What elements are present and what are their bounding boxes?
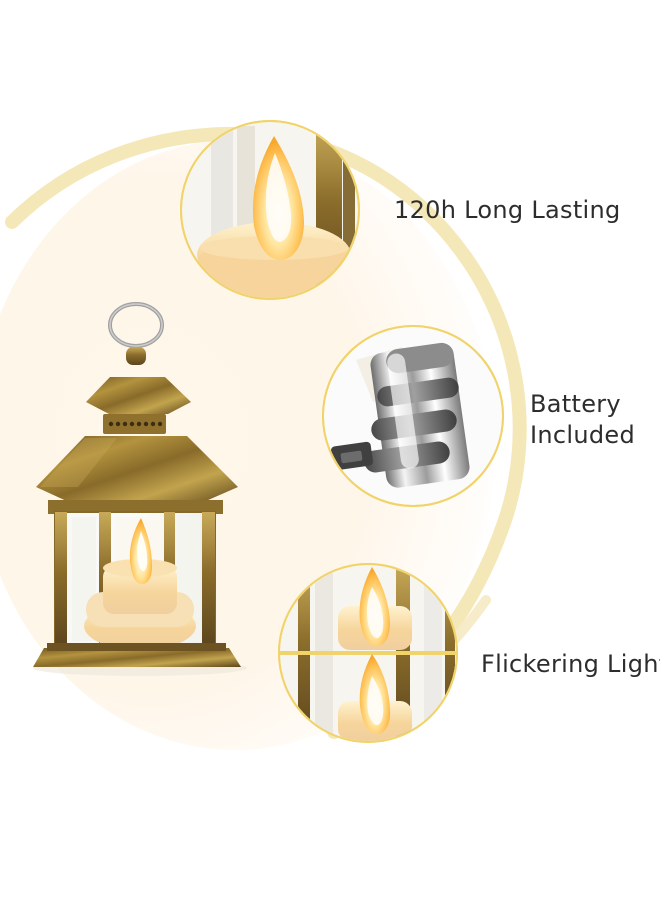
- bottom-detail-circle: [278, 563, 458, 743]
- feature-label-battery-line-1: Battery: [530, 390, 621, 418]
- top-detail-circle: [180, 120, 360, 300]
- battery-icon: [324, 327, 502, 505]
- middle-detail-circle: [322, 325, 504, 507]
- feature-label-lasting: 120h Long Lasting: [394, 196, 621, 224]
- feature-label-battery: Battery Included: [530, 389, 635, 451]
- feature-label-flicker: Flickering Light: [481, 650, 660, 678]
- lantern-icon: [33, 302, 247, 676]
- feature-label-battery-line-2: Included: [530, 421, 635, 449]
